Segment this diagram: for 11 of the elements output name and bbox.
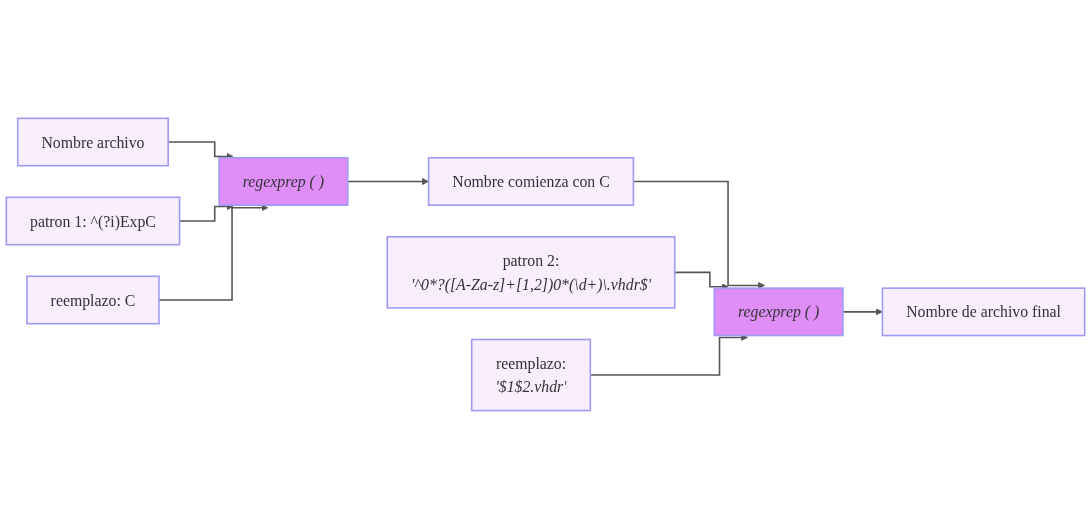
arrow bbox=[842, 308, 883, 316]
node-box: regexprep ( ) bbox=[713, 287, 844, 337]
node-box: reemplazo: C bbox=[26, 275, 160, 325]
node-box: regexprep ( ) bbox=[218, 157, 349, 207]
node-box: reemplazo: '$1$2.vhdr' bbox=[470, 338, 592, 412]
node-box: Nombre de archivo final bbox=[881, 287, 1086, 337]
arrow bbox=[158, 204, 269, 301]
node-box: patron 1: ^(?i)ExpC bbox=[5, 196, 181, 246]
node-box: Nombre archivo bbox=[16, 117, 169, 167]
node-box: Nombre comienza con C bbox=[427, 157, 635, 207]
node-box: patron 2: '^0*?([A-Za-z]+[1,2])0*(\d+)\.vhdr$' bbox=[386, 236, 676, 309]
